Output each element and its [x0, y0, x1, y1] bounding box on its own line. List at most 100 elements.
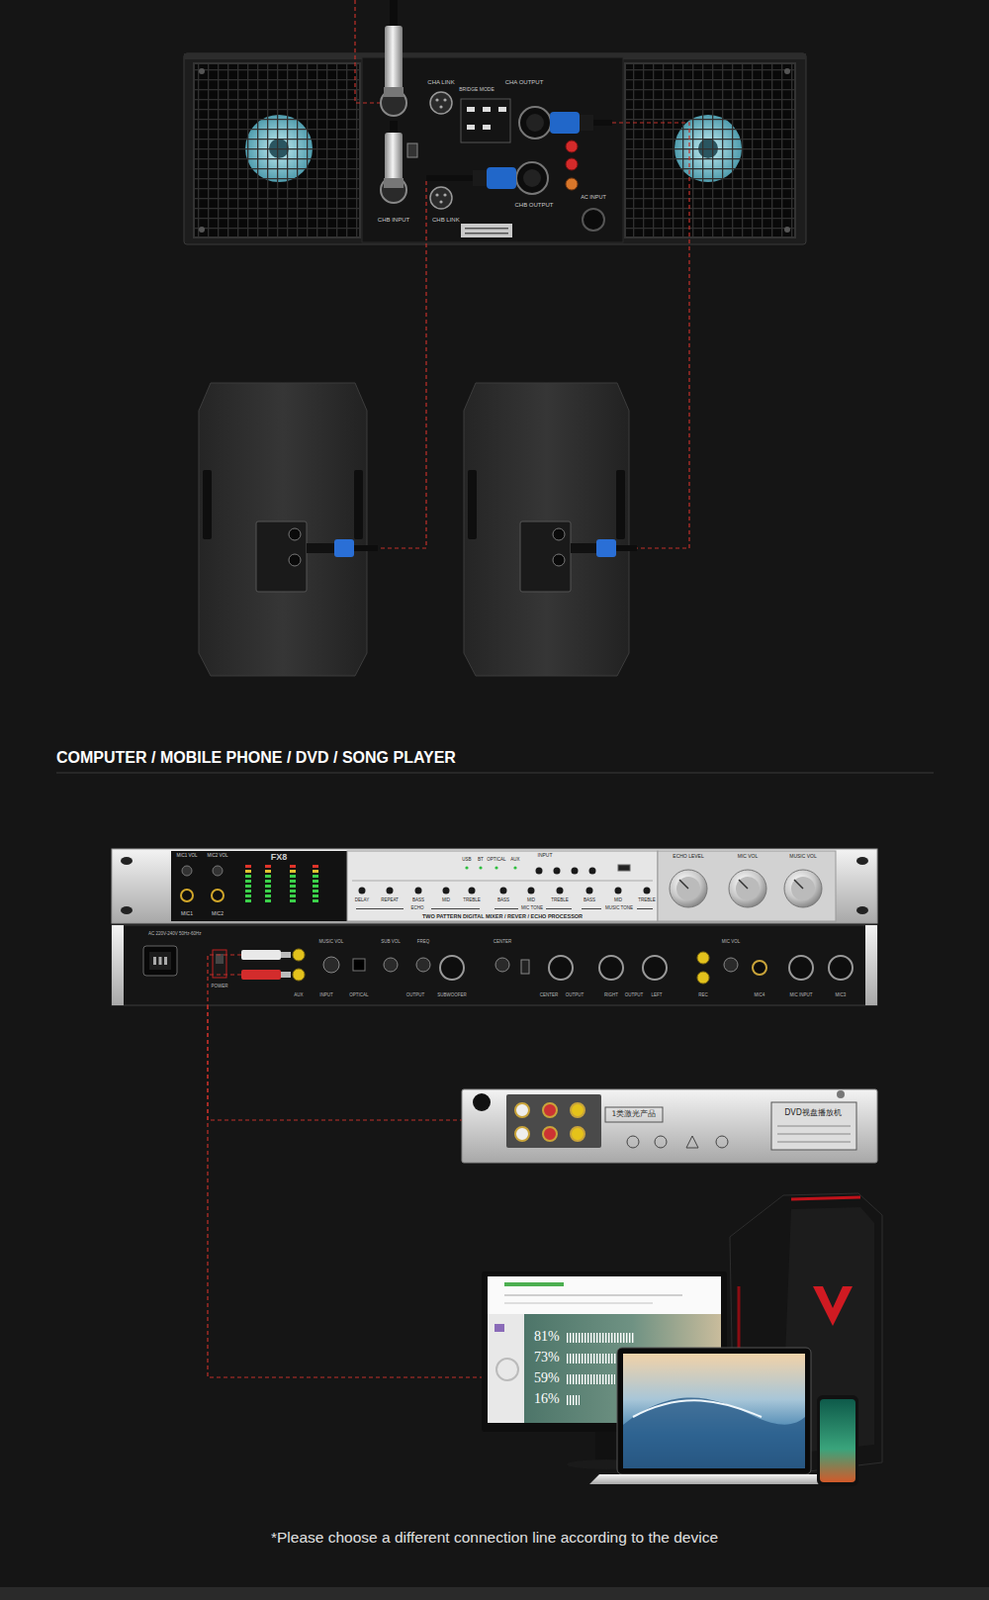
- panel-label: MUSIC VOL: [789, 853, 817, 859]
- processor-rear: [111, 924, 878, 1005]
- processor-front-part-part: [245, 869, 252, 873]
- power-amplifier-part: [380, 177, 407, 203]
- processor-rear-part: [642, 955, 667, 980]
- panel-label: MIC1 VOL: [176, 853, 197, 859]
- processor-rear-part: [149, 951, 172, 970]
- computer-devices-part: [494, 1323, 505, 1332]
- computer-devices-part: [487, 1313, 525, 1423]
- processor-front-part: [618, 864, 630, 871]
- processor-front-part-part: [289, 884, 296, 888]
- screen-value: 81%: [534, 1329, 560, 1344]
- dvd-player-part: [686, 1135, 699, 1148]
- power-amplifier-part: [482, 106, 491, 112]
- computer-devices-part: [617, 1347, 811, 1474]
- audio-cable: [207, 954, 242, 1005]
- power-amplifier-part: [426, 175, 473, 181]
- processor-rear-part: [241, 949, 281, 960]
- processor-front-part: [212, 865, 223, 876]
- processor-rear-part: [280, 971, 291, 978]
- speaker-cabinet-part: [552, 553, 565, 566]
- processor-front-part-part: [289, 889, 296, 893]
- processor-front-part-part: [265, 874, 271, 878]
- panel-label: 1类激光产品: [612, 1109, 657, 1118]
- processor-front-part-part: [586, 887, 594, 895]
- computer-devices-part: [565, 1373, 616, 1384]
- power-amplifier-part: [193, 63, 360, 238]
- panel-label: BRIDGE MODE: [458, 87, 495, 92]
- processor-front-part-part: [312, 879, 319, 883]
- panel-label: POWER: [210, 984, 228, 989]
- processor-rear-part: [416, 957, 431, 972]
- processor-front-part: [784, 869, 822, 907]
- speaker-cabinet-part: [306, 542, 335, 553]
- power-amplifier-part: [193, 63, 360, 238]
- power-amplifier-part: [460, 98, 511, 143]
- dvd-player-part: [654, 1135, 667, 1148]
- processor-front-part-part: [312, 899, 319, 902]
- processor-front-part-part: [443, 887, 450, 895]
- processor-front-part: [245, 864, 319, 868]
- speaker-cabinet-part: [570, 542, 597, 553]
- dvd-player-part: [605, 1106, 663, 1122]
- panel-label: MIC4: [754, 992, 766, 998]
- device-panel: CHA LINKBRIDGE MODECHA OUTPUTCHB INPUTCH…: [183, 53, 807, 245]
- audio-cable-part: [207, 954, 242, 1005]
- speaker-cabinet-part: [520, 521, 571, 592]
- computer-devices-part: [589, 1473, 843, 1484]
- processor-front-part: [120, 856, 133, 865]
- speaker-cabinet-part: [354, 544, 378, 551]
- panel-label: OPTICAL: [486, 857, 506, 863]
- processor-front-part: [180, 889, 193, 901]
- processor-front-part: [120, 905, 133, 914]
- caption-note: *Please choose a different connection li…: [270, 1528, 719, 1545]
- processor-front-part: [856, 905, 869, 914]
- power-amplifier-part: [443, 192, 447, 196]
- dvd-player-part: [570, 1102, 585, 1117]
- screen-value: 59%: [534, 1370, 560, 1385]
- power-amplifier-part: [466, 106, 475, 112]
- speaker-cabinet-part: [202, 469, 212, 540]
- panel-label: SUB VOL: [380, 939, 401, 945]
- computer-devices-part: [487, 1275, 721, 1314]
- power-amplifier-part: [486, 167, 517, 189]
- speaker-cabinet-part: [552, 528, 565, 540]
- power-amplifier-part: [464, 227, 509, 230]
- processor-front-part-part: [245, 864, 252, 868]
- panel-label: BASS: [412, 898, 425, 903]
- processor-front-part-part: [265, 894, 271, 898]
- processor-front-part-part: [245, 894, 252, 898]
- panel-label: AUX: [510, 857, 520, 863]
- power-amplifier-part: [460, 223, 513, 238]
- processor-front-part-part: [245, 889, 252, 893]
- processor-front-part: [794, 879, 804, 889]
- speaker-cabinet-part: [288, 553, 301, 566]
- speaker-cabinet-part: [198, 382, 367, 676]
- processor-front: [111, 848, 878, 923]
- dvd-player-part: [627, 1135, 639, 1148]
- device-panel: 81%73%59%16%: [481, 1192, 883, 1489]
- computer-devices-part: [632, 1399, 762, 1417]
- processor-rear-part: [241, 969, 281, 980]
- power-amplifier-part: [565, 158, 578, 171]
- power-amplifier-part: [526, 113, 544, 132]
- power-amplifier-part: [443, 97, 447, 101]
- panel-label: RIGHT: [604, 992, 619, 998]
- power-amplifier-part: [579, 114, 594, 131]
- panel-label: AC 220V-240V 50Hz-60Hz: [148, 931, 202, 937]
- processor-front-part-part: [356, 907, 404, 909]
- processor-rear-part: [353, 958, 365, 971]
- power-amplifier-part: [784, 226, 791, 233]
- processor-front-part-part: [536, 867, 543, 875]
- power-amplifier-part: [482, 124, 491, 130]
- processor-front-part: [111, 848, 878, 923]
- power-amplifier-part: [466, 124, 475, 130]
- power-amplifier-part: [439, 104, 443, 108]
- speaker-wire-part: [377, 180, 427, 548]
- speaker-cabinet-part: [334, 539, 355, 557]
- panel-label: MIC INPUT: [790, 992, 813, 998]
- processor-front-part-part: [478, 865, 482, 869]
- processor-front-part: [679, 879, 689, 889]
